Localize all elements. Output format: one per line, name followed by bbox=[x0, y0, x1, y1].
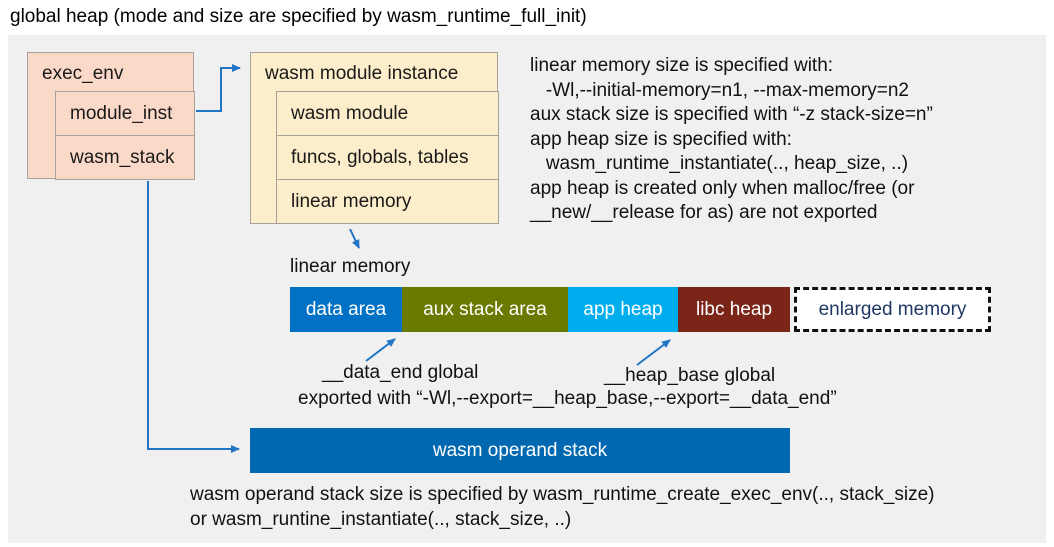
funcs-globals-tables-row: funcs, globals, tables bbox=[276, 135, 499, 180]
note-line: __new/__release for as) are not exported bbox=[530, 202, 878, 223]
data-end-global-label: __data_end global bbox=[322, 362, 479, 383]
note-line: app heap size is specified with: bbox=[530, 128, 792, 150]
module-inst-row: module_inst bbox=[55, 91, 195, 136]
exec-env-box: exec_env module_inst wasm_stack bbox=[27, 52, 195, 180]
wasm-stack-row: wasm_stack bbox=[55, 135, 195, 180]
segment-aux-stack-area: aux stack area bbox=[402, 287, 568, 332]
sizing-notes: linear memory size is specified with: -W… bbox=[530, 54, 933, 226]
note-line: app heap is created only when malloc/fre… bbox=[530, 177, 915, 199]
segment-libc-heap: libc heap bbox=[678, 287, 790, 332]
note-line: or wasm_runtine_instantiate(.., stack_si… bbox=[190, 509, 572, 530]
segment-data-area: data area bbox=[290, 287, 402, 332]
note-line: linear memory size is specified with: bbox=[530, 55, 834, 76]
linear-memory-label: linear memory bbox=[290, 256, 411, 277]
linear-memory-row: linear memory bbox=[276, 179, 499, 224]
note-line: -Wl,--initial-memory=n1, --max-memory=n2 bbox=[530, 79, 909, 101]
note-line: wasm_runtime_instantiate(.., heap_size, … bbox=[530, 153, 909, 174]
segment-enlarged-memory: enlarged memory bbox=[794, 287, 991, 332]
wasm-operand-stack-bar: wasm operand stack bbox=[250, 428, 790, 473]
note-line: wasm operand stack size is specified by … bbox=[190, 484, 935, 505]
diagram-title: global heap (mode and size are specified… bbox=[10, 6, 587, 27]
segment-app-heap: app heap bbox=[568, 287, 678, 332]
export-flags-label: exported with “-Wl,--export=__heap_base,… bbox=[298, 388, 837, 409]
module-instance-box: wasm module instance wasm module funcs, … bbox=[250, 52, 499, 224]
wasm-module-row: wasm module bbox=[276, 91, 499, 136]
module-instance-header: wasm module instance bbox=[265, 63, 459, 84]
exec-env-header: exec_env bbox=[42, 63, 124, 84]
note-line: aux stack size is specified with “-z sta… bbox=[530, 104, 933, 125]
heap-base-global-label: __heap_base global bbox=[604, 365, 776, 386]
bottom-notes: wasm operand stack size is specified by … bbox=[190, 482, 935, 532]
